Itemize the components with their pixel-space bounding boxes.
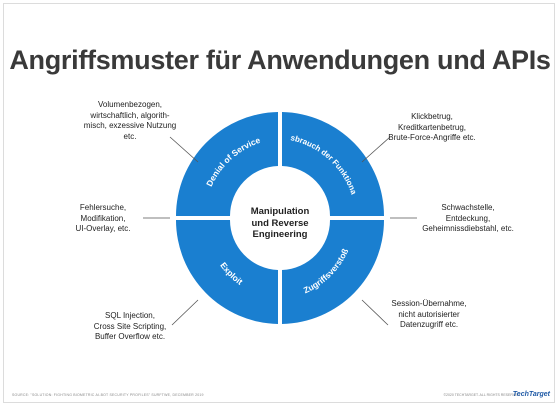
note-mid-right: Schwachstelle, Entdeckung, Geheimnissdie…	[410, 203, 526, 235]
note-line: Buffer Overflow etc.	[94, 332, 166, 341]
segment-zugriffsverstoss	[282, 220, 385, 324]
center-line-3: Engineering	[252, 229, 308, 240]
leader-bottom-right	[361, 299, 389, 326]
page-title: Angriffsmuster für Anwendungen und APIs	[9, 45, 551, 75]
note-line: Datenzugriff etc.	[399, 320, 459, 329]
note-bottom-left: SQL Injection, Cross Site Scripting, Buf…	[78, 311, 182, 343]
note-line: Entdeckung,	[445, 213, 491, 223]
note-line: Fehlersuche,	[79, 203, 127, 212]
copyright-footnote: ©2020 TECHTARGET. ALL RIGHTS RESERVED	[443, 393, 520, 397]
leader-top-left	[169, 136, 199, 163]
segment-denial-of-service	[176, 112, 278, 216]
center-line-1: Manipulation	[250, 206, 310, 217]
segment-exploit	[176, 220, 278, 324]
leader-bottom-left	[171, 299, 199, 326]
segment-missbrauch	[282, 112, 384, 216]
note-line: Kreditkartenbetrug,	[397, 122, 467, 132]
leader-top-right	[361, 136, 391, 163]
center-label: Manipulation und Reverse Engineering	[234, 206, 326, 241]
note-line: Geheimnissdiebstahl, etc.	[422, 224, 514, 233]
note-mid-left: Fehlersuche, Modifikation, UI-Overlay, e…	[58, 203, 148, 235]
note-top-left: Volumenbezogen, wirtschaftlich, algorith…	[70, 100, 190, 142]
note-line: SQL Injection,	[105, 311, 155, 320]
center-line-2: und Reverse	[251, 217, 309, 229]
note-line: misch, exzessive Nutzung	[83, 121, 177, 130]
note-line: Volumenbezogen,	[97, 100, 163, 109]
note-line: Brute-Force-Angriffe etc.	[388, 133, 476, 142]
note-line: nicht autorisierter	[398, 309, 460, 319]
note-line: UI-Overlay, etc.	[75, 224, 131, 233]
note-line: Session-Übernahme,	[391, 299, 467, 308]
note-line: Klickbetrug,	[411, 112, 453, 121]
note-top-right: Klickbetrug, Kreditkartenbetrug, Brute-F…	[372, 112, 492, 144]
techtarget-logo: TechTarget	[512, 391, 550, 398]
note-line: etc.	[123, 131, 137, 141]
source-footnote: SOURCE: "SOLUTION: FIGHTING BIOMETRIC AI…	[12, 393, 204, 397]
note-line: Cross Site Scripting,	[93, 321, 167, 331]
note-line: Schwachstelle,	[441, 203, 495, 212]
frame-border	[3, 3, 555, 403]
note-bottom-right: Session-Übernahme, nicht autorisierter D…	[374, 299, 484, 331]
note-line: wirtschaftlich, algorith-	[90, 110, 170, 120]
note-line: Modifikation,	[80, 213, 126, 223]
